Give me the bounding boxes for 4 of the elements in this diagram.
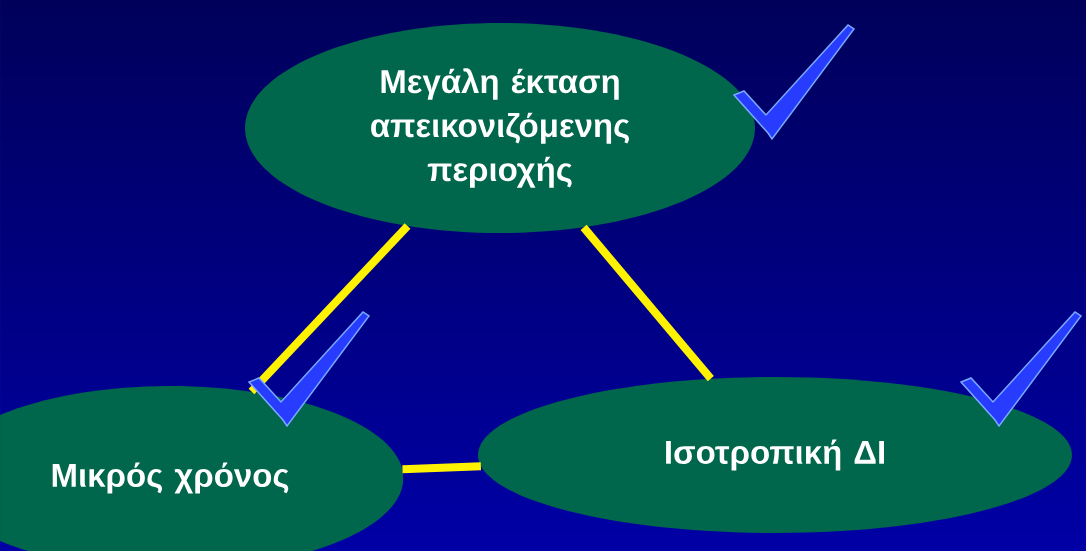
ellipse-node: Ισοτροπική ΔΙ	[478, 377, 1072, 533]
connector-line	[248, 223, 411, 395]
ellipse-node: Μεγάλη έκταση απεικονιζόμενης περιοχής	[245, 23, 755, 233]
connector-line	[580, 224, 714, 382]
